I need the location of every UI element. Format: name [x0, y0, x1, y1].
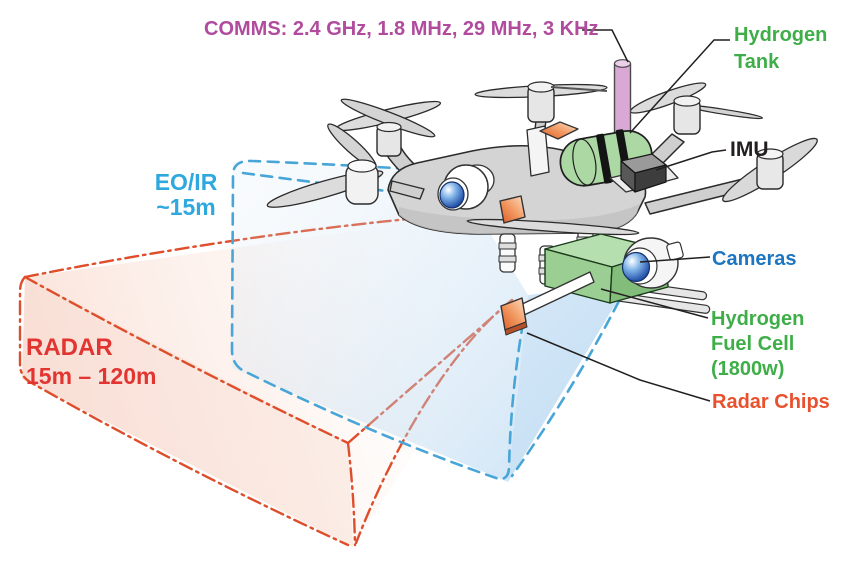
eoir-label-line2: ~15m [156, 194, 216, 220]
cameras-label: Cameras [712, 248, 797, 270]
imu-box [609, 153, 679, 193]
radar-label-line1: RADAR [26, 334, 113, 361]
eoir-beam-fill [232, 162, 627, 482]
rotor-front-left [266, 123, 425, 208]
radar-label-line2: 15m – 120m [26, 363, 157, 389]
leader-lines [526, 29, 730, 402]
radar-boom [500, 271, 595, 336]
camera-dome [621, 251, 651, 283]
imu-label: IMU [730, 138, 769, 161]
camera-dome [439, 181, 465, 209]
fuel-cell-label-line2: Fuel Cell [711, 333, 795, 355]
rotor-front-right [644, 137, 818, 215]
camera-gimbal-front [437, 164, 495, 211]
tank-strap [596, 133, 613, 184]
leader-imu [655, 149, 727, 171]
eoir-label-line1: EO/IR [154, 169, 218, 195]
radar-beam-far-face [22, 277, 353, 547]
propeller-blade-front [466, 218, 640, 236]
fuel-cell-label-line3: (1800w) [711, 358, 785, 380]
sensor-mast [526, 125, 550, 177]
leader-radar-chips [526, 332, 711, 402]
eoir-cone-right-edge [510, 283, 629, 478]
hydrogen-tank-label-line1: Hydrogen [734, 24, 828, 46]
camera-gimbal-rear [621, 237, 684, 289]
leader-fuel-cell [600, 288, 709, 319]
radar-chips-label: Radar Chips [712, 391, 830, 413]
rotor-back-right [627, 82, 764, 187]
drone-illustration [266, 59, 818, 336]
comms-label: COMMS: 2.4 GHz, 1.8 MHz, 29 MHz, 3 KHz [204, 18, 599, 40]
radar-face-diagonal [23, 275, 350, 445]
radar-chip-top [539, 121, 579, 140]
eoir-camera-cone-fill [508, 285, 627, 482]
leader-hydrogen-tank [629, 39, 730, 134]
wire-antenna [550, 86, 608, 92]
eoir-beam-label: EO/IR~15m [144, 170, 228, 220]
radar-face-right-edge [346, 441, 357, 547]
eoir-beam-outline [230, 159, 530, 481]
hydrogen-tank-label-line2: Tank [734, 51, 780, 73]
leader-comms [582, 29, 629, 63]
radar-chip-side [499, 195, 526, 224]
radar-face-left-bottom-edge [18, 275, 350, 547]
leader-cameras [639, 256, 711, 263]
fuel-cell-label-line1: Hydrogen [711, 308, 805, 330]
